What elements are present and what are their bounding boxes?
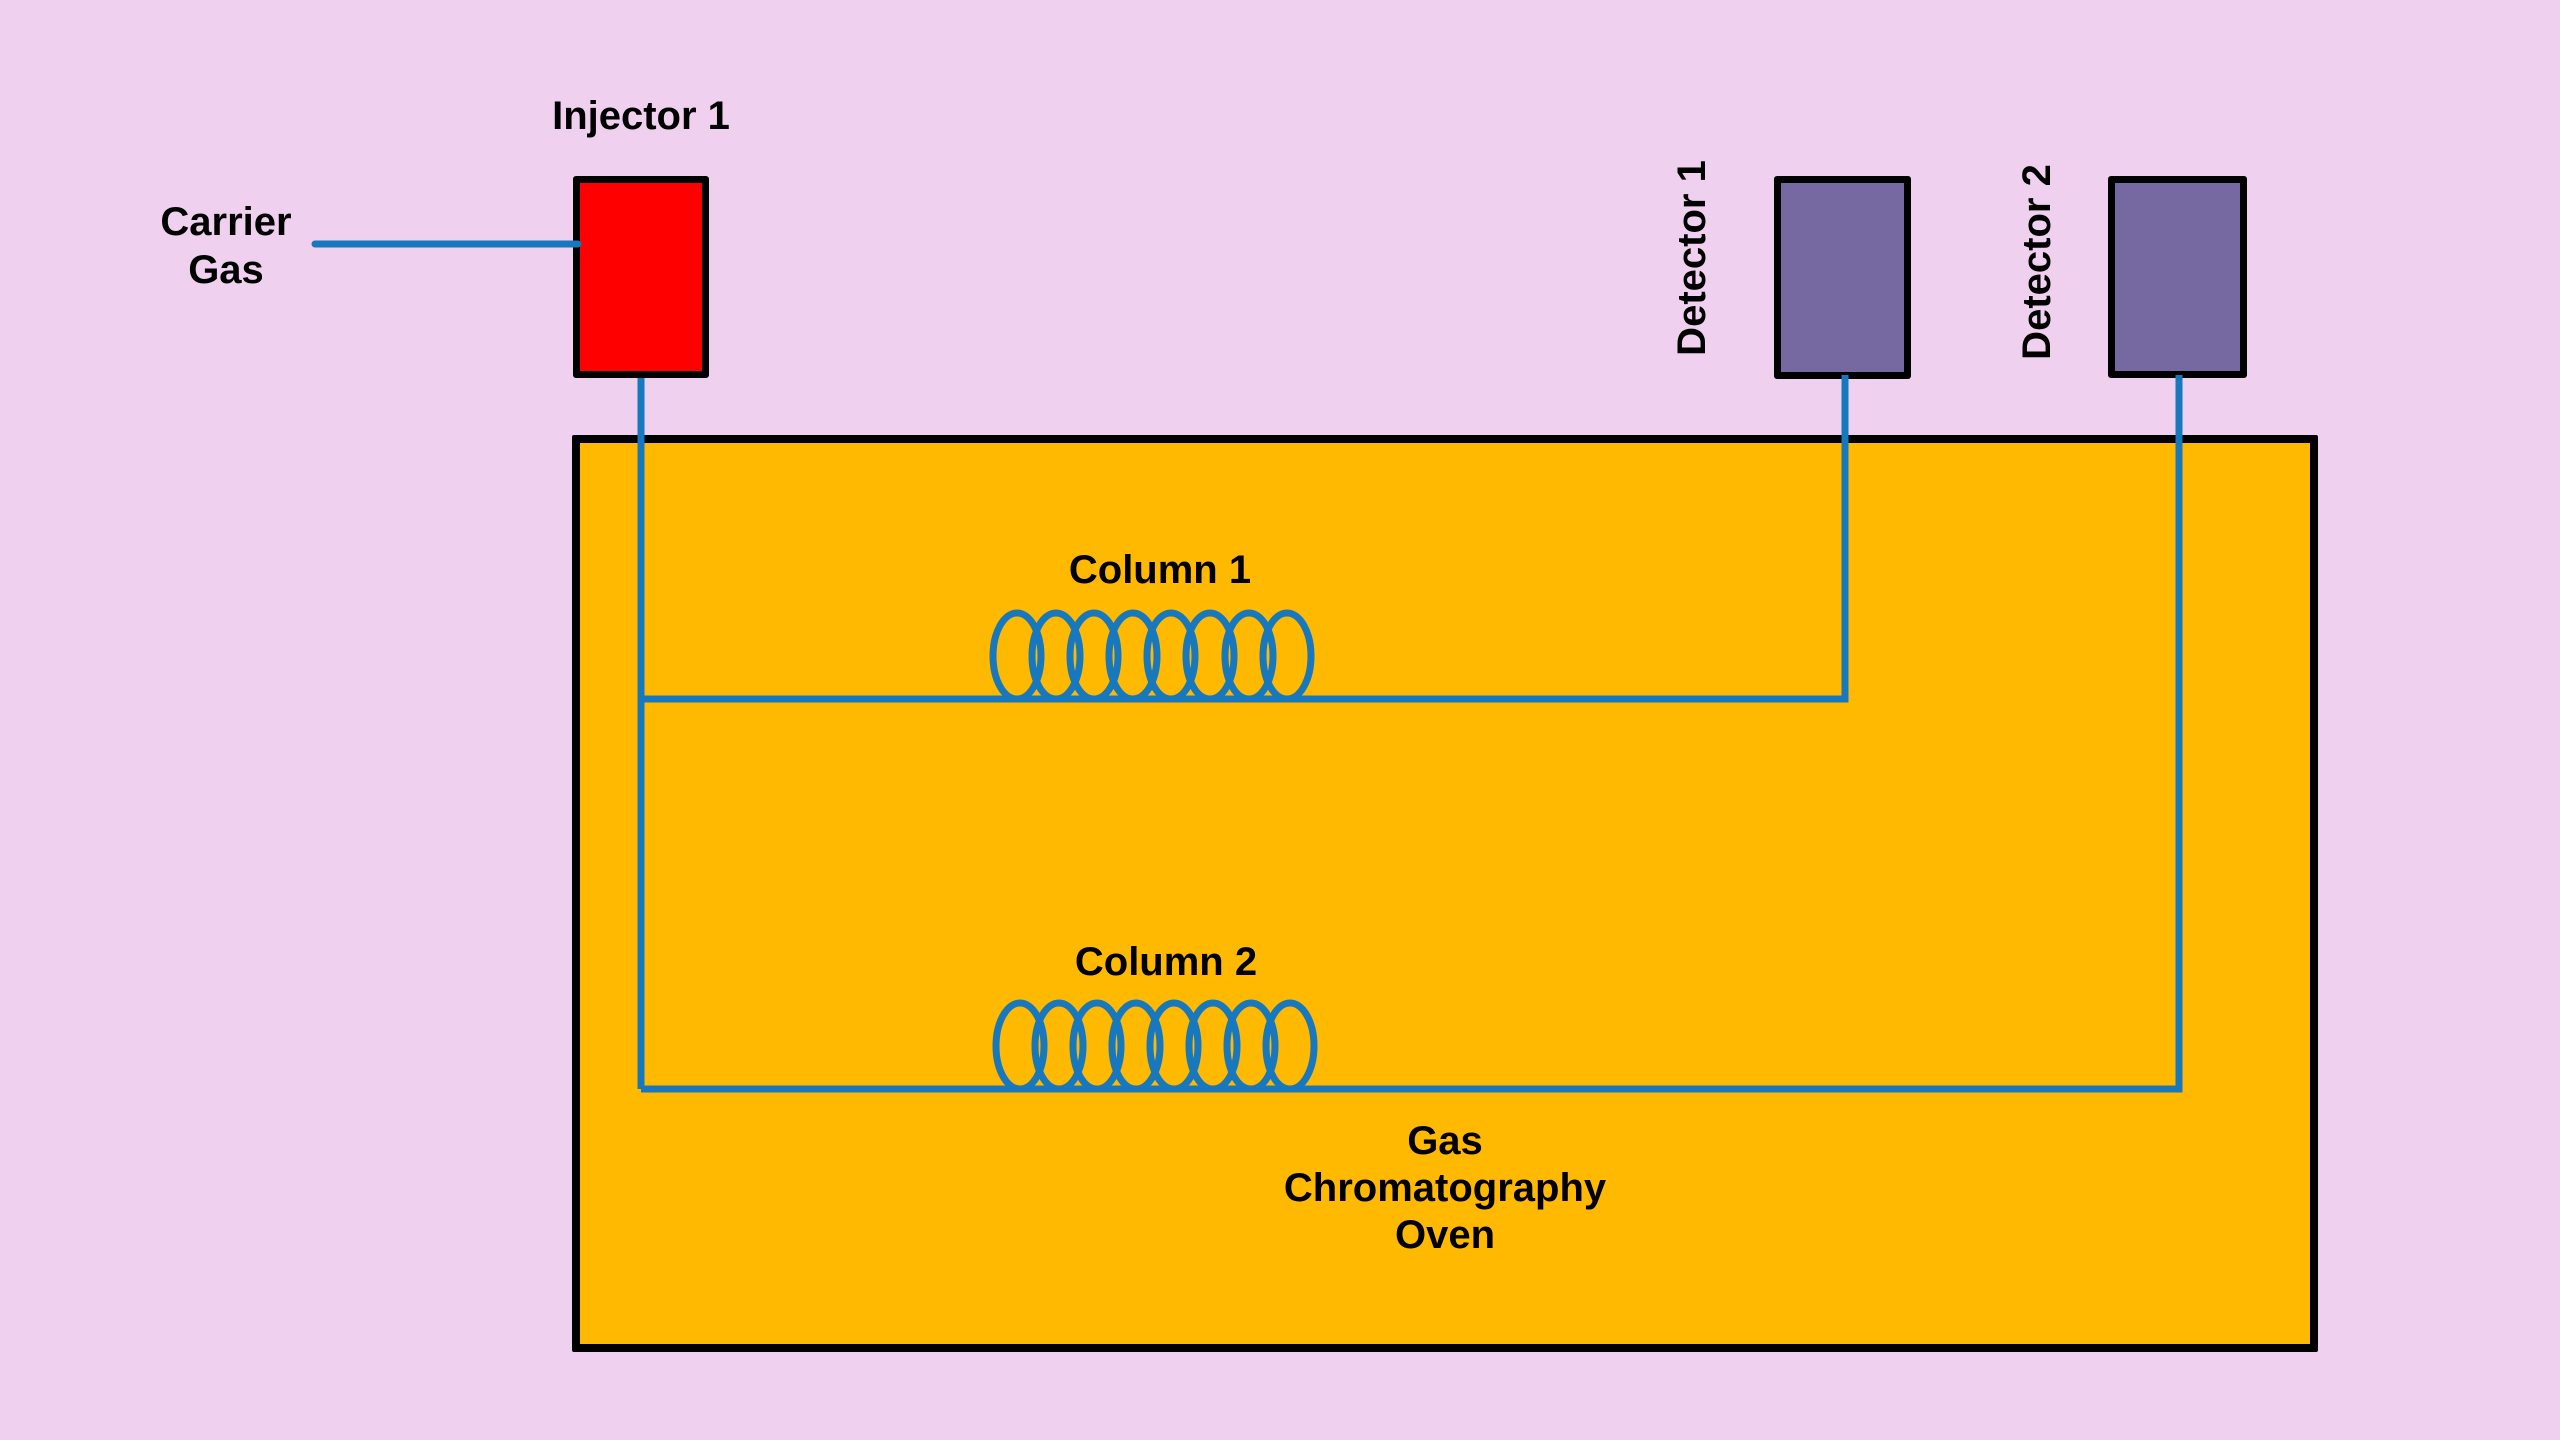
carrier-gas-label: Carrier Gas xyxy=(160,200,292,292)
column-1-label: Column 1 xyxy=(1068,548,1252,592)
injector-box xyxy=(573,176,709,378)
oven-label: Gas Chromatography Oven xyxy=(1283,1119,1607,1257)
detector-2-label: Detector 2 xyxy=(2015,164,2059,360)
column-2-label: Column 2 xyxy=(1074,940,1258,984)
injector-1-label: Injector 1 xyxy=(552,94,730,138)
detector-1-label: Detector 1 xyxy=(1670,160,1714,356)
detector-2-box xyxy=(2108,176,2247,378)
detector-1-box xyxy=(1774,176,1911,379)
